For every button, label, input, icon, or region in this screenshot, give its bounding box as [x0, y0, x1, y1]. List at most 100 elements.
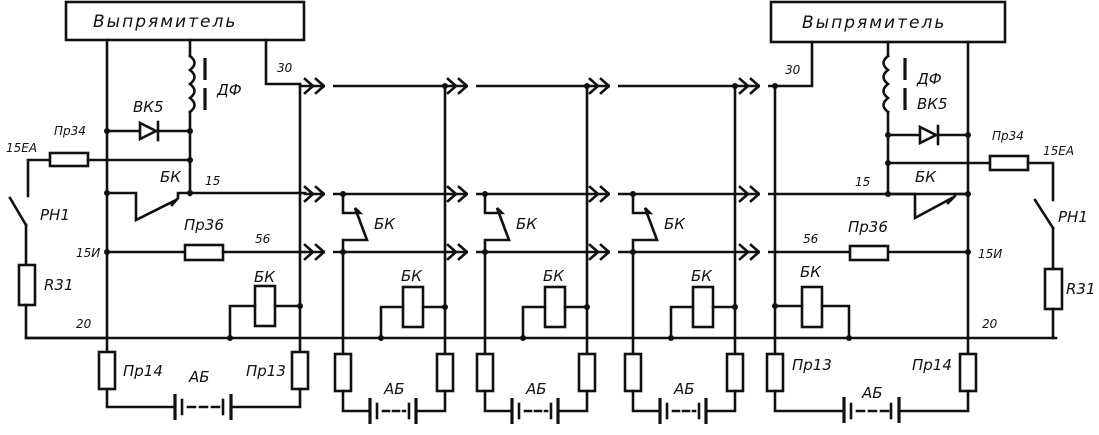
right-station: Выпрямитель 30 ДФ ВК5 Пр34 15ЕА РН1 R31 … [765, 0, 1096, 423]
relay-coil-icon [401, 285, 425, 329]
junction [772, 83, 778, 89]
left-fuse34-icon [48, 151, 90, 168]
coil-lead [669, 305, 695, 340]
battery-lead-r [899, 389, 970, 413]
right-rectifier-label: Выпрямитель [802, 13, 946, 33]
left-fuse13-icon [290, 350, 310, 391]
left-label-30: 30 [277, 61, 293, 75]
right-label-15: 15 [855, 175, 870, 189]
plug-chevron-icon [303, 77, 315, 95]
right-label-20: 20 [982, 317, 998, 331]
left-diode-icon [138, 120, 159, 142]
unit-coil-label: БК [401, 267, 423, 285]
plug-gap [610, 191, 618, 197]
plug-chevron-icon [749, 243, 761, 261]
plug-chevron-icon [446, 243, 458, 261]
plug-connectors [303, 77, 768, 261]
left-fuse13-label: Пр13 [246, 362, 286, 380]
left-rectifier-box [64, 0, 306, 42]
relay-contact-icon [483, 192, 511, 254]
right-resistor-icon [1043, 267, 1064, 311]
junction [885, 191, 891, 197]
junction [187, 157, 193, 163]
plug-chevron-icon [314, 77, 326, 95]
right-fuse13-label: Пр13 [792, 356, 832, 374]
battery-lead-l [105, 387, 175, 409]
plug-chevron-icon [749, 185, 761, 203]
left-switch-label: РН1 [40, 206, 70, 224]
plug-gap [325, 83, 333, 89]
left-label-20: 20 [76, 317, 92, 331]
unit-coil-label: БК [691, 267, 713, 285]
plug-chevron-icon [738, 77, 750, 95]
plug-chevron-icon [457, 243, 469, 261]
plug-chevron-icon [303, 243, 315, 261]
plug-chevron-icon [588, 185, 600, 203]
junction [668, 335, 674, 341]
right-relay-contact-icon [886, 192, 954, 221]
right-15ea-label: 15ЕА [1043, 144, 1074, 158]
left-coil-label: БК [254, 268, 276, 286]
right-contact-label: БК [915, 168, 937, 186]
junction [772, 303, 778, 309]
junction [442, 304, 448, 310]
battery-lead [416, 389, 447, 413]
plug-gap [760, 249, 768, 255]
fuse-icon [725, 352, 745, 393]
left-battery-label: АБ [188, 368, 210, 386]
left-15ea-lead [26, 158, 52, 198]
right-fuse36-icon [848, 244, 890, 262]
fuse-icon [577, 352, 597, 393]
junction [732, 304, 738, 310]
junction [378, 335, 384, 341]
plug-chevron-icon [457, 185, 469, 203]
plug-gap [610, 249, 618, 255]
battery-lead [341, 389, 370, 413]
left-coil-lead [228, 304, 257, 340]
plug-chevron-icon [738, 185, 750, 203]
unit-battery-label: АБ [673, 380, 695, 398]
left-relay-contact-icon [105, 191, 178, 223]
left-fuse34-label: Пр34 [54, 124, 86, 138]
left-resistor-icon [17, 263, 37, 307]
battery-lead [706, 389, 737, 413]
plug-gap [325, 191, 333, 197]
left-label-15: 15 [205, 174, 220, 188]
junction [965, 191, 971, 197]
right-diode-label: ВК5 [917, 95, 947, 113]
left-diode-label: ВК5 [133, 98, 163, 116]
junction [732, 83, 738, 89]
left-label-56: 56 [255, 232, 271, 246]
left-resistor-label: R31 [44, 276, 74, 294]
unit-contact-label: БК [516, 215, 538, 233]
left-rectifier-label: Выпрямитель [93, 12, 237, 32]
right-fuse34-label: Пр34 [992, 129, 1024, 143]
right-fuse14-icon [958, 352, 978, 393]
plug-chevron-icon [599, 185, 611, 203]
right-contact-lead [946, 192, 970, 205]
fuse-icon [475, 352, 495, 393]
junction [965, 132, 971, 138]
plug-chevron-icon [314, 243, 326, 261]
right-diode-icon [918, 124, 939, 146]
left-label-15i: 15И [76, 246, 100, 260]
right-fuse34-icon [988, 154, 1030, 172]
plug-chevron-icon [588, 77, 600, 95]
plug-gap [760, 83, 768, 89]
junction [442, 83, 448, 89]
plug-chevron-icon [314, 185, 326, 203]
junction [187, 128, 193, 134]
left-switch-icon [8, 196, 28, 227]
left-resistor-lead [24, 303, 109, 340]
main-buses [24, 84, 1058, 340]
unit-battery-label: АБ [383, 380, 405, 398]
left-contact-label: БК [160, 168, 182, 186]
unit-coil-label: БК [543, 267, 565, 285]
junction [885, 132, 891, 138]
junction [520, 335, 526, 341]
plug-gap [760, 191, 768, 197]
right-fuse13-icon [765, 352, 785, 393]
